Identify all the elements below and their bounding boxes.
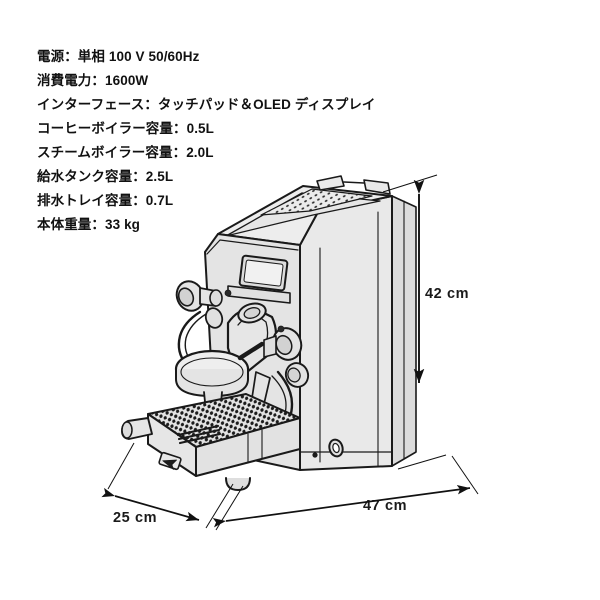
machine-foot <box>225 477 251 491</box>
hot-water-wand-tip <box>274 424 288 440</box>
drip-tray-box-front <box>195 417 301 477</box>
float-indicator <box>158 451 182 471</box>
steam-knob-inner <box>177 287 195 307</box>
ext-line-depth-far <box>451 455 479 495</box>
spec-item-power-source: 電源：単相 100 V 50/60Hz <box>37 49 200 64</box>
spec-item-water-tank: 給水タンク容量：2.5L <box>37 169 174 184</box>
tray-side-rail-cap <box>121 421 133 439</box>
steam-knob-outer <box>175 280 205 312</box>
drip-tray-box <box>147 413 197 477</box>
dimension-label-height: 42 cm <box>425 286 470 302</box>
steam-wand-arm <box>177 310 202 366</box>
float-indicator-marker <box>162 459 177 470</box>
ext-line-height-bottom <box>397 454 447 470</box>
group-head-assembly <box>174 302 278 415</box>
dimension-depth <box>212 455 479 531</box>
spec-item-interface: インターフェース：タッチパッド＆OLED ディスプレイ <box>37 97 376 112</box>
dimension-label-depth: 47 cm <box>363 498 408 514</box>
ext-line-width-left <box>107 442 135 490</box>
touchpad <box>227 285 291 304</box>
ext-line-width-right <box>205 483 234 529</box>
hot-water-wand-inner <box>271 375 287 427</box>
front-face-upper-bevel <box>206 239 299 255</box>
portafilter-rim <box>175 368 249 397</box>
water-knob-collar <box>263 335 277 358</box>
steam-knob-collar <box>199 287 217 307</box>
specification-list: 電源：単相 100 V 50/60Hz 消費電力：1600W インターフェース：… <box>37 45 457 237</box>
spec-item-steam-boiler: スチームボイラー容量：2.0L <box>37 145 214 160</box>
portafilter-basket <box>174 349 250 389</box>
oled-display-screen <box>243 259 284 287</box>
spec-item-drip-tray: 排水トレイ容量：0.7L <box>37 193 174 208</box>
drip-tray-handle <box>176 424 222 445</box>
body-stud-upper <box>224 289 232 297</box>
spec-item-weight: 本体重量：33 kg <box>37 217 141 232</box>
water-level-window-inner <box>332 442 340 454</box>
spec-item-power-consumption: 消費電力：1600W <box>37 73 149 88</box>
group-head-cap <box>237 302 267 324</box>
machine-body-front-right <box>299 195 393 471</box>
water-level-window <box>328 438 344 458</box>
wand-support-arm <box>251 371 271 405</box>
drip-tray-group <box>121 393 301 491</box>
group-head-highlight <box>237 314 269 349</box>
water-knob-outer <box>271 327 303 361</box>
portafilter-handle <box>237 341 265 361</box>
indicator-screw <box>312 452 318 458</box>
spec-item-coffee-boiler: コーヒーボイラー容量：0.5L <box>37 121 215 136</box>
portafilter-spout <box>203 391 223 415</box>
steam-wand-group <box>175 280 224 366</box>
steam-wand-joint <box>204 307 224 329</box>
body-stud-lower <box>277 325 285 333</box>
dimension-label-width: 25 cm <box>113 510 158 526</box>
tray-side-rail <box>121 417 153 440</box>
portafilter-top-line <box>180 357 244 387</box>
front-face <box>204 233 301 471</box>
group-head-body <box>226 307 278 374</box>
ext-line-depth-near <box>215 485 244 531</box>
dim-line-depth <box>212 484 471 528</box>
secondary-knob <box>284 362 310 388</box>
secondary-knob-cap <box>287 367 301 383</box>
water-knob-inner <box>275 334 293 356</box>
water-valve-group <box>251 327 310 440</box>
hot-water-wand <box>276 370 294 430</box>
oled-display <box>238 254 289 292</box>
group-head-cap-inner <box>243 307 261 319</box>
steam-knob-collar-cap <box>209 289 223 307</box>
steam-wand-arm-inner <box>184 313 207 363</box>
drip-tray-grill <box>147 393 301 448</box>
